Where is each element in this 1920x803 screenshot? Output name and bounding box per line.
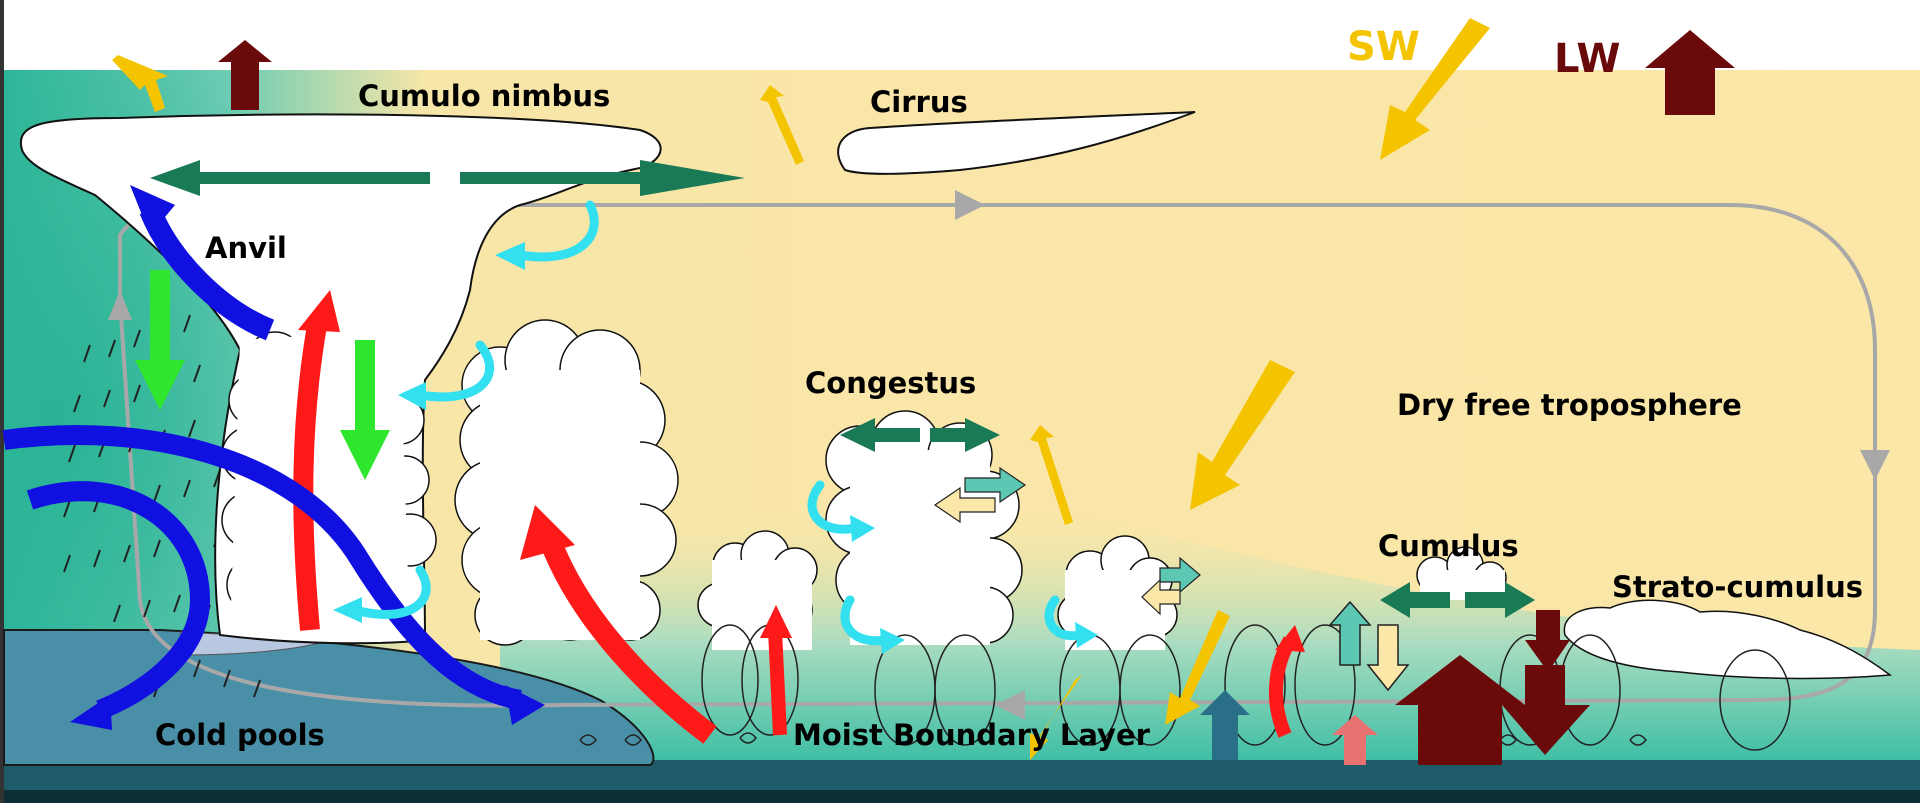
label-anvil: Anvil	[205, 231, 287, 265]
updraft-small-cumulus	[775, 630, 780, 735]
label-lw: LW	[1554, 36, 1621, 82]
label-cold-pools: Cold pools	[155, 718, 325, 752]
label-dry-free-troposphere: Dry free troposphere	[1397, 388, 1742, 422]
top-white-band	[0, 0, 1920, 70]
label-congestus: Congestus	[805, 366, 976, 400]
label-sw: SW	[1347, 24, 1420, 70]
label-cumulus: Cumulus	[1378, 529, 1519, 563]
label-moist-boundary-layer: Moist Boundary Layer	[793, 718, 1151, 752]
label-cirrus: Cirrus	[870, 85, 968, 119]
label-cumulonimbus: Cumulo nimbus	[358, 79, 610, 113]
label-stratocumulus: Strato-cumulus	[1612, 570, 1863, 604]
ocean-shadow	[4, 790, 1920, 803]
